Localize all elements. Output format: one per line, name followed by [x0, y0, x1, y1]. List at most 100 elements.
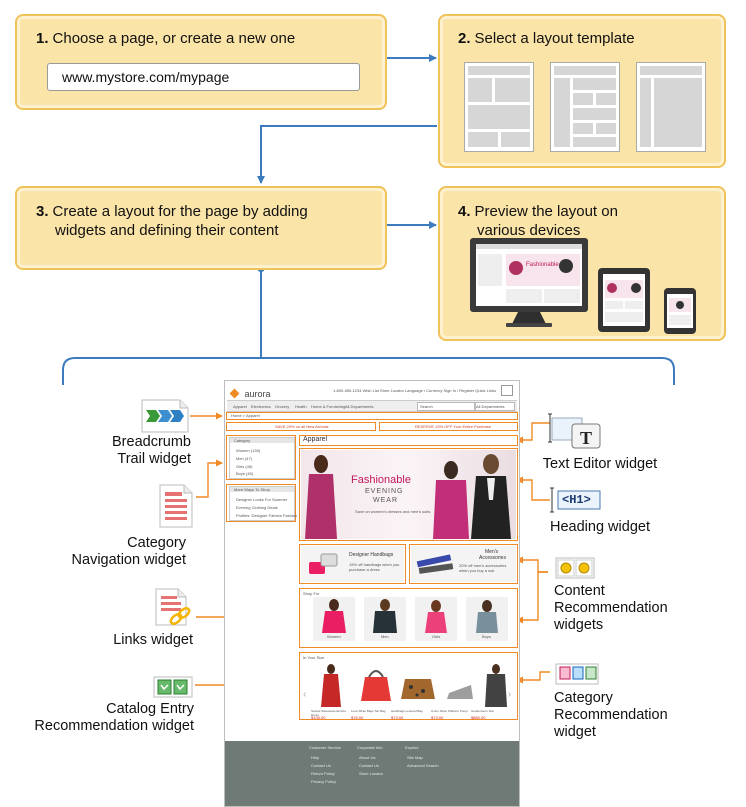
ties-image	[416, 554, 454, 574]
layout-template-1[interactable]	[464, 62, 534, 152]
footer-link[interactable]: About Us	[359, 755, 376, 760]
mockup-nav-item[interactable]: Apparel	[233, 404, 247, 409]
footer-col-title: Customer Service	[309, 745, 341, 750]
shop-for-tile[interactable]: Boys	[466, 597, 508, 641]
heading-widget-icon: <H1>	[550, 486, 602, 514]
promo-left-outline	[226, 422, 376, 431]
arrow-step2-to-step3	[257, 125, 437, 184]
mockup-page-heading: Apparel	[303, 436, 328, 443]
content-recommendation-outline-right	[409, 544, 518, 584]
devices-illustration: Fashionable	[470, 238, 696, 334]
mockup-promo-tile-accessories[interactable]: Men's Accessories 20% off men's accessor…	[411, 546, 516, 582]
shop-for-label: Men	[381, 634, 389, 639]
breadcrumb-widget-outline	[226, 412, 518, 420]
footer-col-title: Explore	[405, 745, 419, 750]
shop-for-tile[interactable]: Women	[313, 597, 355, 641]
shop-for-label: Boys	[482, 634, 491, 639]
product-name[interactable]: Scarlet Sleeveless Empire Dress	[311, 709, 347, 717]
mockup-more-ways-link[interactable]: Evening Clothing Deals	[236, 505, 278, 510]
mockup-promo-right[interactable]: RESERVE 15% OFF Your Entire Purchase	[415, 424, 491, 429]
mockup-cart-icon[interactable]	[501, 385, 513, 396]
links-widget-label: Links widget	[113, 632, 193, 648]
promo-tile-text: 15% off handbags when you purchase a dre…	[349, 562, 400, 572]
layout-template-3[interactable]	[636, 62, 706, 152]
url-field[interactable]: www.mystore.com/mypage	[47, 63, 360, 91]
heading-tag-text: <H1>	[562, 493, 591, 507]
footer-link[interactable]: Return Policy	[311, 771, 335, 776]
mockup-departments-select[interactable]: All Departments	[475, 402, 515, 411]
mockup-more-ways-link[interactable]: Designer Looks For Summer	[236, 497, 288, 502]
text-editor-widget-outline	[299, 448, 518, 541]
mockup-promo-tile-handbags[interactable]: Designer Handbags 15% off handbags when …	[301, 546, 404, 582]
mockup-nav-item[interactable]: Electronics	[251, 404, 271, 409]
shop-for-tiles: Women Men Girls Boys	[313, 597, 509, 642]
promo-tile-title-2: Accessories	[479, 555, 506, 561]
product-name[interactable]: Luxe White Bags Tan Bag	[351, 709, 386, 713]
product-name[interactable]: Gentleman's Suit	[471, 709, 494, 713]
footer-link[interactable]: Advanced Search	[407, 763, 439, 768]
footer-link[interactable]: Contact Us	[359, 763, 379, 768]
mockup-promo-left[interactable]: SAVE 20% on all New Arrivals	[275, 424, 329, 429]
product-price: $73.00	[431, 715, 444, 720]
mockup-category-item[interactable]: Women (135)	[236, 448, 261, 453]
footer-link[interactable]: Site Map	[407, 755, 423, 760]
mockup-nav-item[interactable]: All Departments	[345, 404, 374, 409]
step-4-text: 4.Preview the layout on various devices	[458, 203, 618, 239]
mockup-category-item[interactable]: Boys (45)	[236, 471, 254, 476]
footer-link[interactable]: Privacy Policy	[311, 779, 336, 784]
mockup-more-ways-link[interactable]: Profiles: Designer Fabrics Fashion	[236, 513, 298, 518]
mockup-category-title: Category	[230, 438, 294, 443]
step-arrows	[62, 54, 675, 385]
mockup-top-links[interactable]: 1-800-555-1234 Wish List Store Locator L…	[333, 388, 496, 393]
mockup-more-ways-title: More Ways To Shop	[230, 487, 294, 492]
links-widget-outline	[226, 484, 296, 522]
shop-for-title: Shop For	[303, 591, 320, 596]
mockup-logo: aurora	[229, 385, 270, 403]
layout-template-2[interactable]	[550, 62, 620, 152]
shop-for-tile[interactable]: Men	[364, 597, 406, 641]
footer-link[interactable]: Store Locator	[359, 771, 384, 776]
hero-tagline: Save on women's dresses and men's suits	[355, 509, 431, 514]
shop-for-tile[interactable]: Girls	[415, 597, 457, 641]
mockup-footer: Customer Service Help Contact Us Return …	[225, 741, 519, 806]
carousel-next-icon[interactable]: ›	[508, 689, 512, 700]
product-name[interactable]: Handbags Leopard Bag	[391, 709, 423, 713]
mockup-nav-item[interactable]: Health	[295, 404, 307, 409]
promo-tile-title: Designer Handbags	[349, 552, 394, 558]
phone-icon	[664, 288, 696, 334]
tablet-icon	[598, 268, 650, 332]
svg-text:Fashionable: Fashionable	[526, 262, 559, 268]
hero-subtitle-1: EVENING	[365, 488, 404, 495]
product-price: $73.00	[391, 715, 404, 720]
step-2-text: 2.Select a layout template	[458, 30, 635, 47]
mockup-category-box: Category Women (135) Men (47) Girls (45)…	[229, 437, 295, 479]
hero-subtitle-2: WEAR	[373, 497, 398, 504]
footer-col-title: Corporate Info	[357, 745, 383, 750]
footer-link[interactable]: Help	[311, 755, 320, 760]
mockup-search-input[interactable]: Search	[417, 402, 475, 411]
shop-for-label: Women	[327, 634, 341, 639]
in-your-size-title: In Your Size	[303, 655, 325, 660]
carousel-prev-icon[interactable]: ‹	[303, 689, 307, 700]
step-3-text: 3.Create a layout for the page by adding…	[36, 203, 308, 239]
footer-link[interactable]: Contact Us	[311, 763, 331, 768]
catalog-entry-widget-icon	[153, 676, 193, 698]
svg-text:T: T	[580, 428, 592, 448]
mockup-breadcrumb[interactable]: Home > Apparel	[231, 413, 260, 418]
heading-widget-outline	[299, 435, 518, 446]
mockup-category-item[interactable]: Men (47)	[236, 456, 253, 461]
promo-tile-title-1: Men's	[485, 549, 499, 555]
mockup-hero-banner[interactable]: Fashionable EVENING WEAR Save on women's…	[301, 450, 516, 539]
product-name[interactable]: Union Silver Platform Pump	[431, 709, 468, 713]
mockup-nav-item[interactable]: Grocery	[275, 404, 290, 409]
mockup-nav-item[interactable]: Home & Furnishing	[311, 404, 346, 409]
mockup-category-item[interactable]: Girls (45)	[236, 464, 253, 469]
product-price: $860.00	[471, 715, 486, 720]
promo-right-outline	[379, 422, 518, 431]
mockup-more-ways-box: More Ways To Shop Designer Looks For Sum…	[229, 486, 298, 521]
content-recommendation-outline-left	[299, 544, 406, 584]
